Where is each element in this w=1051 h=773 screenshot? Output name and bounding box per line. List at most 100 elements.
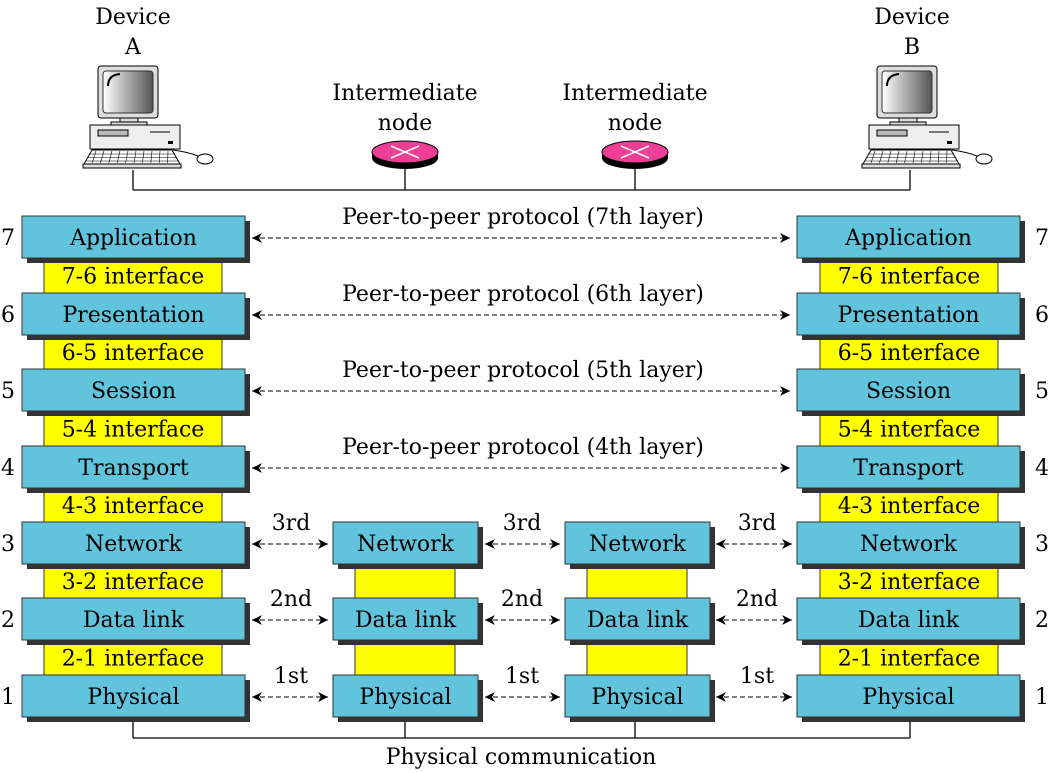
layer-box-label: Network	[589, 532, 687, 557]
physical-communication-label: Physical communication	[386, 745, 657, 770]
layer-box-label: Session	[91, 379, 176, 404]
layer-box-label: Data link	[587, 608, 689, 633]
interface-box-label: 5-4 interface	[838, 418, 981, 443]
layer-number: 7	[1035, 226, 1049, 251]
peer-protocol-label: Peer-to-peer protocol (6th layer)	[342, 282, 704, 307]
layer-box: Physical	[796, 674, 1025, 722]
peer-protocol-label: 1st	[740, 664, 774, 689]
layer-box-label: Network	[357, 532, 455, 557]
layer-box-label: Transport	[853, 456, 964, 481]
intermediate-node-label: Intermediate	[562, 81, 707, 106]
layer-box: Network	[21, 521, 250, 569]
layer-number: 4	[1, 456, 15, 481]
interface-box: 2-1 interface	[43, 639, 223, 676]
interface-box: 3-2 interface	[819, 563, 999, 599]
interface-box	[354, 639, 456, 676]
layer-box: Network	[796, 521, 1025, 569]
layer-box-label: Data link	[83, 608, 185, 633]
interface-box: 6-5 interface	[819, 334, 999, 370]
layer-box: Network	[332, 521, 483, 569]
interface-box-label: 4-3 interface	[838, 494, 981, 519]
interface-box: 7-6 interface	[43, 257, 223, 294]
layer-box: Application	[21, 215, 250, 263]
interface-box-label: 7-6 interface	[62, 265, 205, 290]
layer-box: Network	[564, 521, 715, 569]
computer-icon	[861, 65, 993, 169]
device-label: Device	[874, 5, 949, 30]
layer-number: 6	[1035, 303, 1049, 328]
peer-protocol-label: 2nd	[270, 587, 312, 612]
layer-box-label: Physical	[359, 685, 451, 710]
interface-box-label: 3-2 interface	[838, 570, 981, 595]
layer-box: Transport	[21, 445, 250, 493]
layer-box: Physical	[332, 674, 483, 722]
layer-box-label: Application	[844, 226, 972, 251]
layer-number: 3	[1035, 532, 1049, 557]
layer-box: Application	[796, 215, 1025, 263]
layer-box-label: Transport	[78, 456, 189, 481]
interface-box-label: 2-1 interface	[838, 647, 981, 672]
interface-box-label: 6-5 interface	[838, 341, 981, 366]
interface-box-label: 2-1 interface	[62, 647, 205, 672]
layer-box-label: Physical	[591, 685, 683, 710]
layer-number: 4	[1035, 456, 1049, 481]
layer-box: Physical	[21, 674, 250, 722]
interface-box: 5-4 interface	[819, 410, 999, 447]
layer-box-label: Physical	[862, 685, 954, 710]
layer-box-label: Presentation	[837, 303, 979, 328]
interface-box-label: 6-5 interface	[62, 341, 205, 366]
layer-box: Data link	[796, 597, 1025, 645]
layer-box: Transport	[796, 445, 1025, 493]
peer-protocol-label: 3rd	[272, 511, 311, 536]
interface-box: 5-4 interface	[43, 410, 223, 447]
layer-box-label: Data link	[355, 608, 457, 633]
peer-protocol-label: Peer-to-peer protocol (4th layer)	[342, 435, 704, 460]
interface-box-label: 4-3 interface	[62, 494, 205, 519]
peer-protocol-label: 1st	[505, 664, 539, 689]
layer-box-label: Network	[860, 532, 958, 557]
layer-number: 2	[1035, 608, 1049, 633]
layer-box: Data link	[564, 597, 715, 645]
interface-box	[354, 563, 456, 599]
router-icon	[371, 140, 439, 169]
interface-box-label: 3-2 interface	[62, 570, 205, 595]
interface-box-label: 5-4 interface	[62, 418, 205, 443]
intermediate-node-label: node	[378, 111, 433, 136]
layer-number: 1	[1035, 685, 1049, 710]
interface-box: 3-2 interface	[43, 563, 223, 599]
layer-box: Physical	[564, 674, 715, 722]
intermediate-node-label: Intermediate	[332, 81, 477, 106]
layer-box: Session	[21, 368, 250, 416]
interface-box: 4-3 interface	[43, 487, 223, 523]
interface-box: 2-1 interface	[819, 639, 999, 676]
interface-box-label: 7-6 interface	[838, 265, 981, 290]
layer-number: 2	[1, 608, 15, 633]
layer-number: 1	[1, 685, 15, 710]
layer-box: Presentation	[796, 292, 1025, 340]
layer-box-label: Physical	[87, 685, 179, 710]
layer-box-label: Application	[69, 226, 197, 251]
peer-protocol-label: 2nd	[501, 587, 543, 612]
interface-box	[586, 639, 688, 676]
layer-number: 3	[1, 532, 15, 557]
device-letter: A	[124, 35, 142, 60]
peer-protocol-label: 1st	[274, 664, 308, 689]
layer-box: Session	[796, 368, 1025, 416]
layer-number: 6	[1, 303, 15, 328]
layer-box-label: Presentation	[62, 303, 204, 328]
device-label: Device	[95, 5, 170, 30]
computer-icon	[82, 65, 214, 169]
peer-protocol-label: Peer-to-peer protocol (7th layer)	[342, 205, 704, 230]
layer-box-label: Session	[866, 379, 951, 404]
interface-box	[586, 563, 688, 599]
layer-box: Presentation	[21, 292, 250, 340]
peer-protocol-label: 3rd	[738, 511, 777, 536]
peer-protocol-label: 2nd	[736, 587, 778, 612]
router-icon	[601, 140, 669, 169]
intermediate-node-label: node	[608, 111, 663, 136]
layer-number: 7	[1, 226, 15, 251]
interface-box: 4-3 interface	[819, 487, 999, 523]
interface-box: 6-5 interface	[43, 334, 223, 370]
layer-box-label: Network	[85, 532, 183, 557]
